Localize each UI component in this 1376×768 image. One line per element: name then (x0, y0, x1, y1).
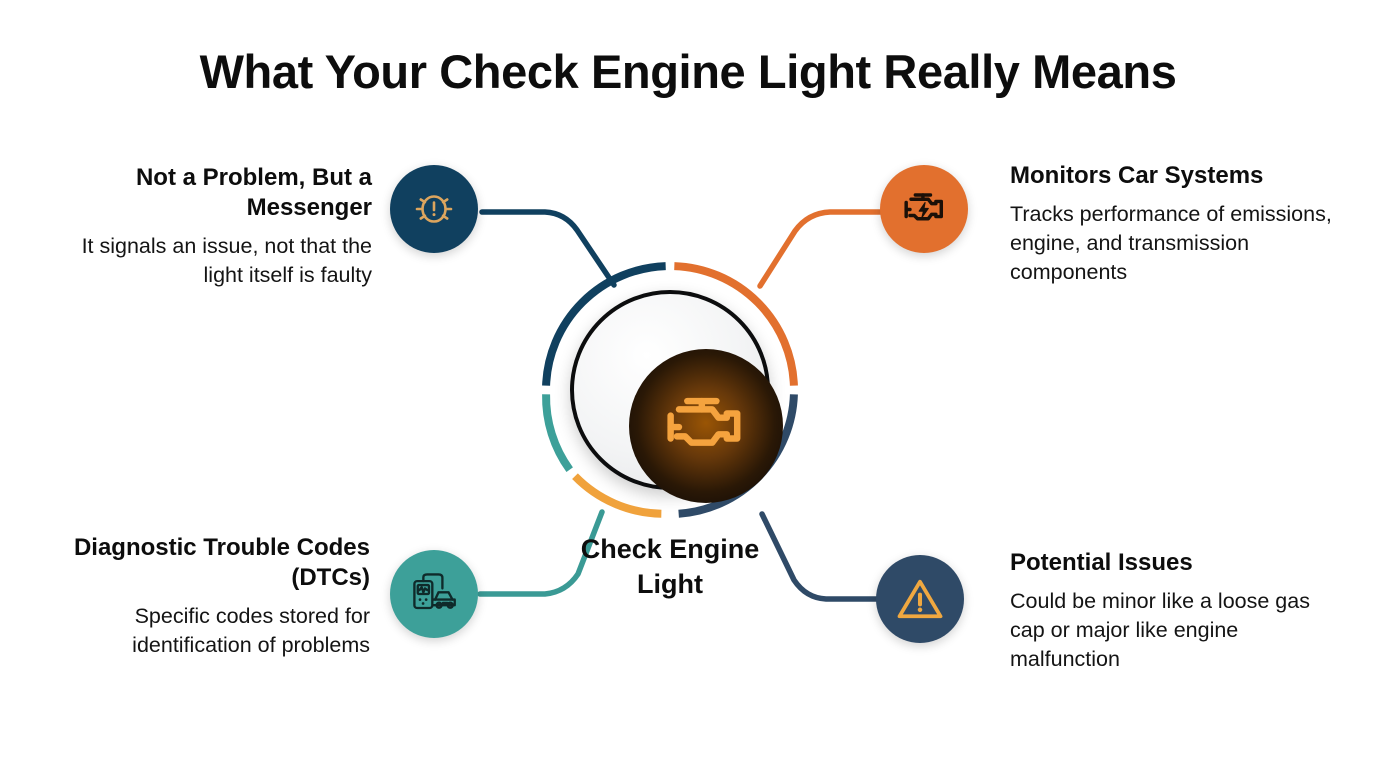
engine-bolt-icon (904, 193, 944, 221)
page-title: What Your Check Engine Light Really Mean… (199, 45, 1177, 98)
node-title-diagnostic-trouble-codes: Diagnostic Trouble Codes (DTCs) (73, 534, 370, 592)
warning-lamp-icon (415, 195, 453, 223)
warning-triangle-icon (897, 579, 943, 619)
node-icon-diagnostic-trouble-codes[interactable] (390, 550, 478, 638)
ring-segment-top-right (674, 262, 798, 386)
text-block-diagnostic-trouble-codes: Diagnostic Trouble Codes (DTCs) Specific… (50, 533, 370, 660)
text-block-not-a-problem: Not a Problem, But a Messenger It signal… (40, 163, 372, 290)
ring-segment-bottom-left (572, 473, 662, 518)
hub-core-glow (629, 349, 783, 503)
hub-label-line2: Light (637, 568, 703, 599)
node-body-diagnostic-trouble-codes: Specific codes stored for identification… (132, 604, 370, 658)
node-title-potential-issues: Potential Issues (1010, 549, 1193, 576)
hub-label-line1: Check Engine (580, 534, 760, 564)
node-body-not-a-problem: It signals an issue, not that the light … (81, 234, 372, 288)
ring-segment-left (542, 394, 573, 473)
ring-segment-top-left (542, 262, 666, 386)
exclamation-dot (917, 607, 923, 613)
obd-scanner-car-icon (413, 573, 456, 610)
node-body-monitors-car-systems: Tracks performance of emissions, engine,… (1010, 202, 1332, 284)
text-block-monitors-car-systems: Monitors Car Systems Tracks performance … (1010, 161, 1340, 287)
bolt-glyph (918, 201, 929, 219)
hub-disc (570, 290, 783, 503)
text-block-potential-issues: Potential Issues Could be minor like a l… (1010, 548, 1340, 674)
node-title-monitors-car-systems: Monitors Car Systems (1010, 162, 1264, 189)
node-body-potential-issues: Could be minor like a loose gas cap or m… (1010, 589, 1310, 671)
node-icon-potential-issues[interactable] (876, 555, 964, 643)
check-engine-light-icon (667, 397, 741, 446)
node-icon-not-a-problem[interactable] (390, 165, 478, 253)
triangle-outline (897, 579, 943, 619)
node-title-not-a-problem: Not a Problem, But a Messenger (135, 164, 372, 222)
node-icon-monitors-car-systems[interactable] (880, 165, 968, 253)
hub-label: Check Engine Light (538, 532, 802, 601)
central-hub (538, 258, 802, 522)
